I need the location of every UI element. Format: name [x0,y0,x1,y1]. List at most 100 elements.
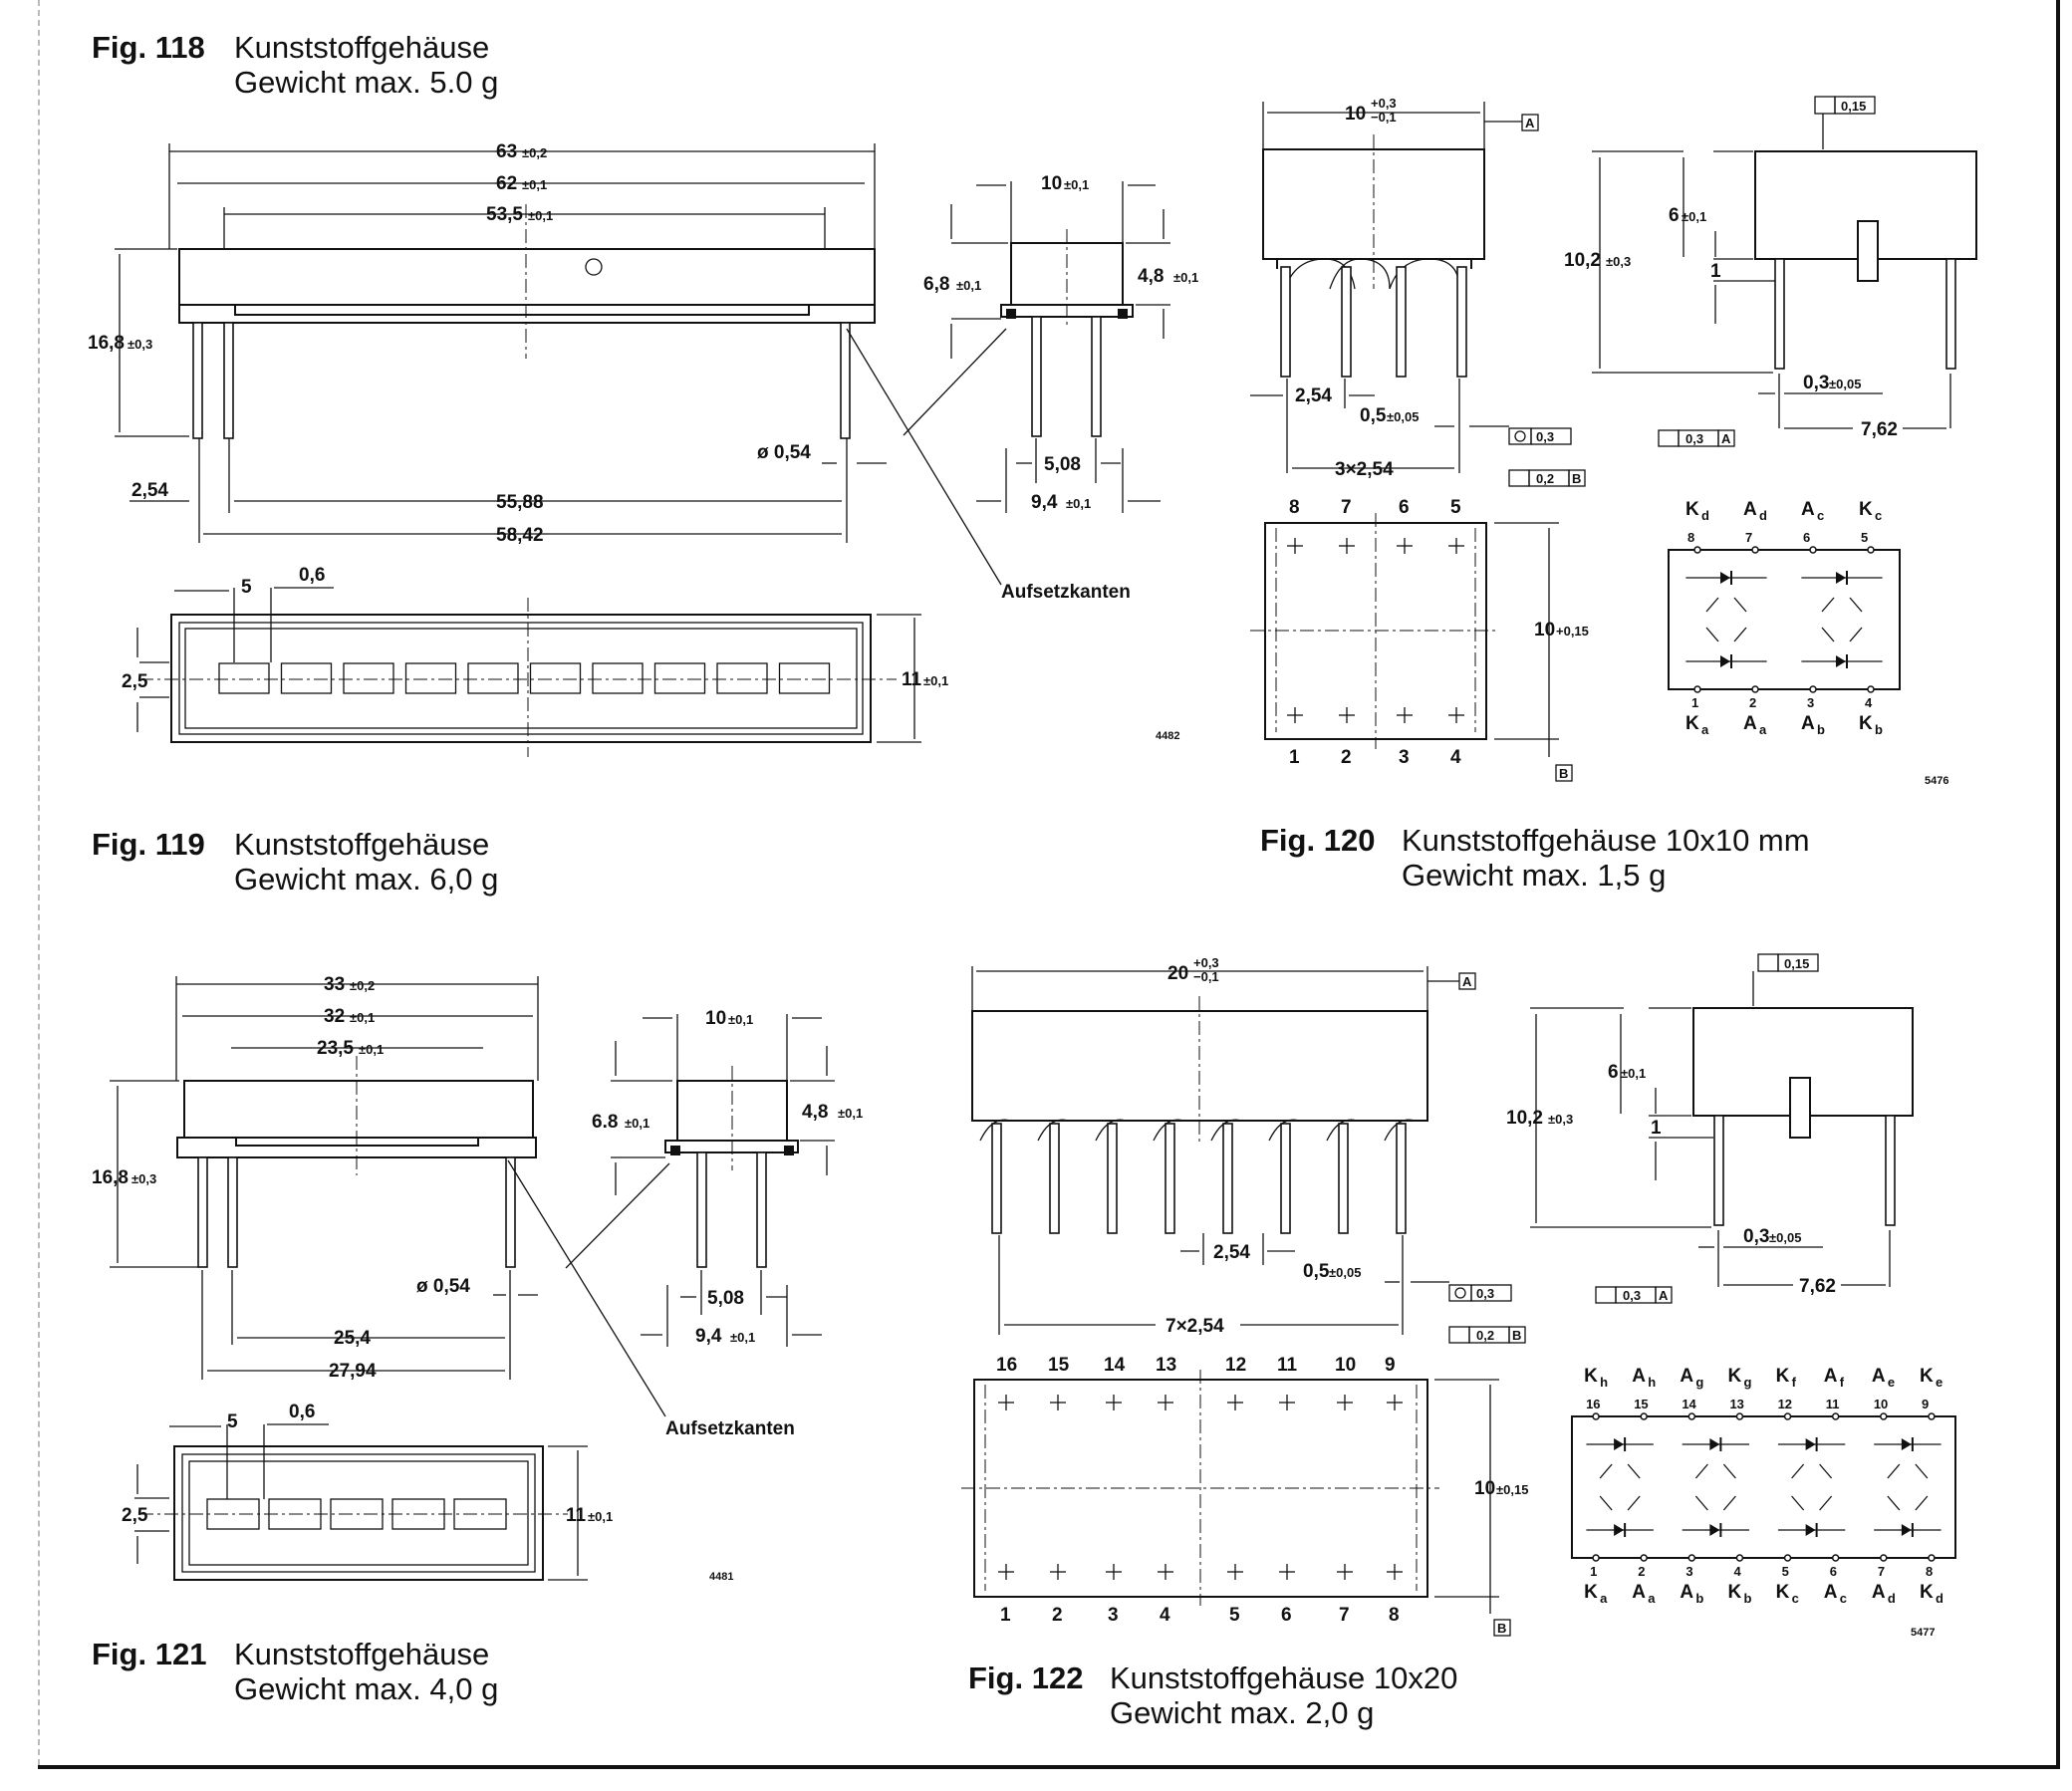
schematic-label-top-sub: d [1759,508,1767,523]
pin [840,322,851,439]
schematic-label-top: A [1872,1366,1886,1387]
bottom-right-front-view: 20 +0,3 −0,1 A 2,54 0,5 ±0,05 0,3 [971,955,1526,1344]
package-body [178,248,876,306]
light-arrow [1791,1463,1805,1479]
schematic-pin-top: 11 [1826,1397,1840,1411]
pin-node [1640,1412,1648,1420]
side-dim-5-08: 5,08 [1044,454,1081,475]
dim-0-5-c-tol: ±0,05 [1387,409,1419,424]
schematic-label-top: A [1801,499,1815,520]
light-arrow [1705,597,1719,613]
light-arrow [1819,1495,1833,1511]
digit-window [391,1498,445,1530]
schematic-box-d [1571,1415,1956,1559]
w10-dim: 10 [1345,104,1366,125]
schematic-pin-top: 12 [1778,1397,1792,1411]
schematic-label-bottom: A [1824,1582,1838,1603]
light-arrow [1705,627,1719,642]
w20-dim: 20 [1167,963,1188,984]
digit-window [592,662,644,694]
schematic-label-top-sub: f [1840,1375,1845,1390]
schematic-label-top: K [1920,1366,1934,1387]
datum-a: A [1525,116,1535,130]
schematic-label-top-sub: d [1701,508,1709,523]
fig-120-title: Kunststoffgehäuse 10x10 mm [1402,823,1810,858]
tol-0-2-d: 0,2 [1476,1328,1494,1343]
schematic-pin-top: 16 [1586,1397,1600,1411]
pin-number-bottom: 4 [1160,1605,1170,1626]
schematic-label-top-sub: g [1695,1375,1703,1390]
schematic-pin-top: 15 [1634,1397,1648,1411]
side-b-dim-6-8-tol: ±0,1 [625,1116,649,1131]
w10-tol-dn: −0,1 [1371,110,1397,125]
schematic-label-bottom-sub: b [1817,722,1825,737]
light-arrow [1627,1463,1641,1479]
schematic-label-bottom: A [1680,1582,1693,1603]
pin-node [1693,546,1701,554]
digit-window [218,662,270,694]
datum-a-d: A [1462,974,1472,989]
bottom-dim-11-tol: ±0,1 [923,673,948,688]
fig-119-title: Kunststoffgehäuse [234,827,490,862]
dim-55-88: 55,88 [496,492,544,513]
pin-node [1735,1554,1744,1562]
pin-node [1928,1412,1936,1420]
digit-window [653,662,706,694]
pin-number-bottom: 4 [1450,747,1461,768]
side-dim-9-4-tol: ±0,1 [1066,496,1091,511]
pin-bend [1268,1119,1300,1142]
tol-0-3-a-c: 0,3 [1685,431,1703,446]
pin-number-top: 16 [996,1355,1017,1376]
tol-0-2-c: 0,2 [1536,471,1554,486]
schematic-pin-bottom: 7 [1878,1564,1885,1579]
dim-0-3-d-tol: ±0,05 [1769,1230,1801,1245]
bottom-dim-5: 5 [241,577,252,598]
dim-32: 32 [324,1006,345,1027]
schematic-label-bottom-sub: c [1792,1591,1799,1606]
dim-23-5-tol: ±0,1 [359,1042,384,1057]
pin-number-bottom: 6 [1281,1605,1292,1626]
bottom-b-dim-5: 5 [227,1411,238,1432]
dim-1-c: 1 [1710,261,1721,282]
schematic-label-bottom: A [1632,1582,1646,1603]
pin [1280,1123,1291,1234]
light-arrow [1821,597,1835,613]
bottom-b-dim-11-tol: ±0,1 [588,1509,613,1524]
side-dim-6-8-tol: ±0,1 [956,278,981,293]
schematic-label-bottom-sub: d [1888,1591,1896,1606]
light-arrow [1599,1463,1613,1479]
pin-node [1831,1412,1840,1420]
light-arrow [1599,1495,1613,1511]
schematic-pin-bottom: 3 [1807,695,1814,710]
pin-number-top: 13 [1156,1355,1176,1376]
pin-node [1751,685,1759,693]
dim-1-d: 1 [1651,1118,1662,1139]
schematic-label-bottom: K [1776,1582,1790,1603]
dim-10-bottom-d: 10 [1474,1478,1495,1499]
light-arrow [1722,1463,1736,1479]
schematic-label-top: A [1680,1366,1693,1387]
drawing-code-4481: 4481 [709,1571,733,1583]
light-arrow [1887,1463,1901,1479]
schematic-pin-top: 14 [1682,1397,1696,1411]
fig-122-label: Fig. 122 [968,1661,1084,1695]
top-right-side-view: 0,15 10,2 ±0,3 6 ±0,1 1 0,3 ±0 [1564,96,1977,447]
dim-3x2-54: 3×2,54 [1335,459,1394,480]
dim-23-5: 23,5 [317,1038,354,1059]
side-b-dim-10-tol: ±0,1 [728,1012,753,1027]
schematic-pin-bottom: 6 [1830,1564,1837,1579]
schematic-label-bottom-sub: b [1743,1591,1751,1606]
bottom-b-dim-0-6: 0,6 [289,1402,315,1422]
schematic-label-top-sub: c [1817,508,1824,523]
schematic-label-bottom-sub: a [1648,1591,1656,1606]
schematic-label-bottom-sub: b [1875,722,1883,737]
drawing-code-5476: 5476 [1925,775,1948,787]
dim-0-3-c-tol: ±0,05 [1829,377,1861,391]
light-arrow [1722,1495,1736,1511]
pin-number-bottom: 3 [1399,747,1410,768]
schematic-box [1668,549,1901,690]
